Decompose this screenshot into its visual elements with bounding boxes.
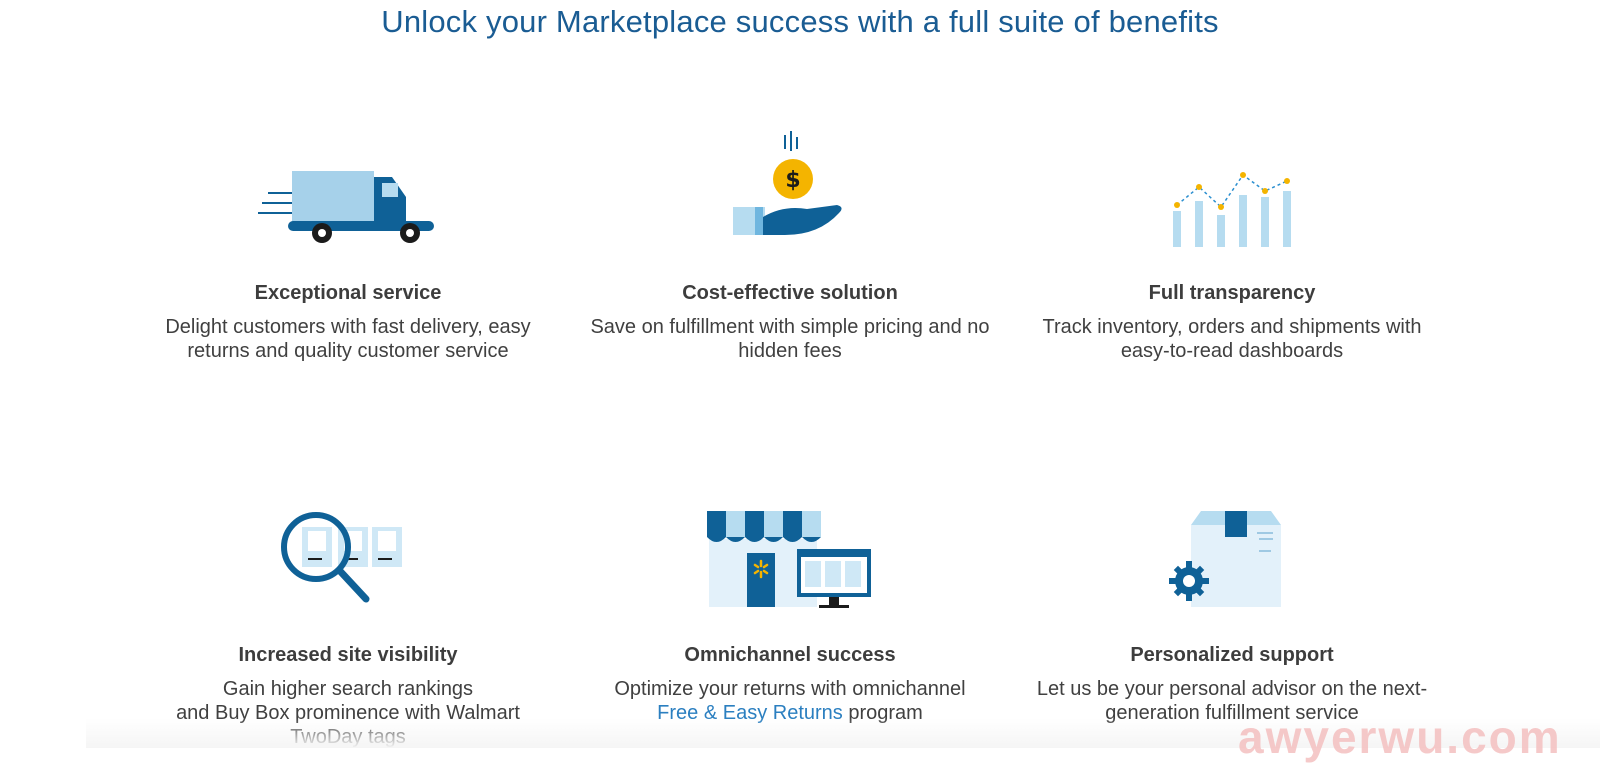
benefit-heading: Omnichannel success [684, 644, 896, 666]
delivery-truck-icon [138, 107, 558, 247]
svg-text:$: $ [785, 168, 800, 193]
benefit-heading: Increased site visibility [238, 644, 458, 666]
benefit-card-exceptional-service: Exceptional service Delight customers wi… [138, 107, 558, 363]
page-title: Unlock your Marketplace success with a f… [381, 4, 1219, 39]
benefit-heading: Cost-effective solution [682, 282, 898, 304]
benefit-description: Delight customers with fast delivery, ea… [165, 316, 531, 362]
benefit-card-transparency: Full transparency Track inventory, order… [1022, 107, 1442, 363]
bar-line-chart-icon [1022, 107, 1442, 247]
box-gear-icon [1022, 469, 1442, 609]
dollar-coin-hand-icon: $ [580, 107, 1000, 247]
benefit-heading: Full transparency [1148, 282, 1316, 304]
benefit-card-support: Personalized support Let us be your pers… [1022, 469, 1442, 725]
benefit-heading: Personalized support [1130, 644, 1334, 666]
magnifier-search-icon [138, 469, 558, 609]
benefit-card-cost-effective: $ Cost-effective solution Save on fulfil… [580, 107, 1000, 363]
benefit-card-omnichannel: Omnichannel success Optimize your return… [580, 469, 1000, 725]
benefit-heading: Exceptional service [254, 282, 442, 304]
watermark-text: awyerwu.com [1238, 711, 1562, 763]
benefit-card-visibility: Increased site visibility Gain higher se… [138, 469, 558, 749]
storefront-monitor-icon [580, 469, 1000, 609]
bottom-fade [86, 718, 1600, 748]
benefit-description: Save on fulfillment with simple pricing … [590, 316, 990, 362]
benefit-description: Track inventory, orders and shipments wi… [1042, 316, 1422, 362]
